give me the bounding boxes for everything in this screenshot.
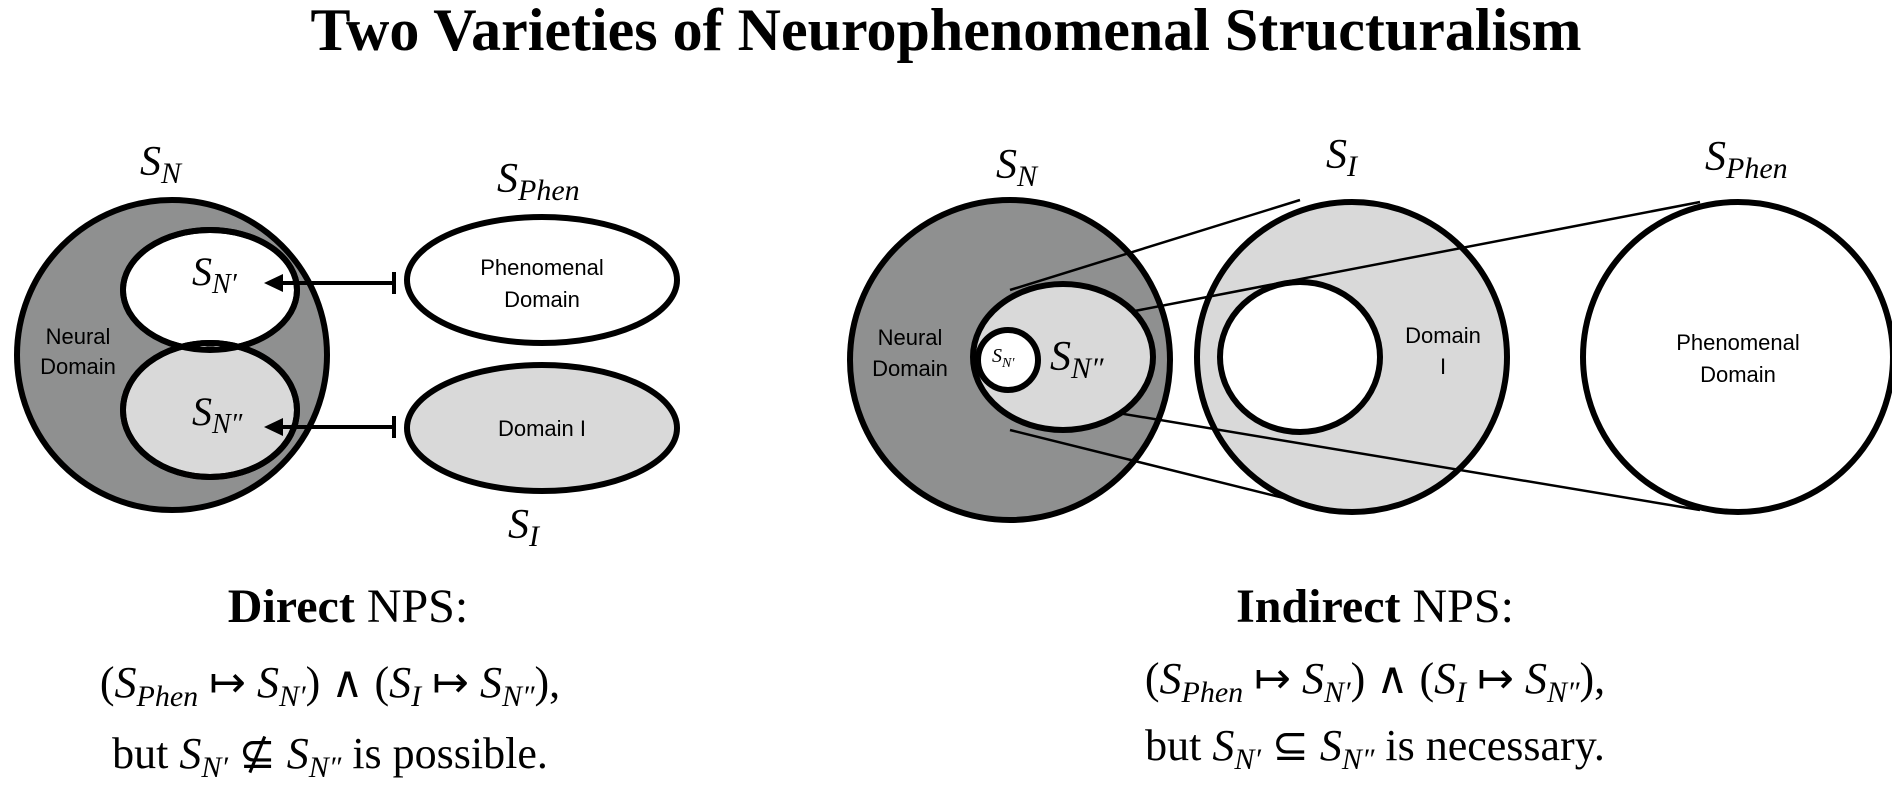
domain-i-ellipse	[404, 362, 680, 494]
label-s-i: SI	[508, 502, 541, 553]
label-neural-line1: Neural	[46, 324, 111, 349]
direct-nps-caption: Direct NPS: (SPhen ↦ SN′) ∧ (SI ↦ SN″), …	[100, 580, 560, 784]
sn-double-prime-outline	[120, 340, 300, 480]
caption-direct-formula: (SPhen ↦ SN′) ∧ (SI ↦ SN″),	[100, 658, 560, 713]
label-phenomenal-line1-right: Phenomenal	[1676, 330, 1800, 355]
sn-double-prime-ellipse	[970, 281, 1156, 433]
label-s-phen-right: SPhen	[1705, 134, 1788, 185]
caption-direct-heading: Direct NPS:	[228, 580, 468, 633]
label-s-n-prime-right: SN′	[992, 345, 1015, 371]
label-s-n-right: SN	[996, 142, 1039, 193]
label-s-n-double-prime-right: SN″	[1050, 334, 1104, 385]
label-phenomenal-line1: Phenomenal	[480, 255, 604, 280]
caption-indirect-formula: (SPhen ↦ SN′) ∧ (SI ↦ SN″),	[1145, 654, 1605, 709]
label-domain-i-line2: I	[1440, 354, 1446, 379]
label-s-phen: SPhen	[497, 156, 580, 207]
phenomenal-domain-ellipse	[404, 214, 680, 346]
projection-line	[1009, 393, 1701, 512]
arrow-phen-to-sn-prime	[264, 272, 396, 294]
indirect-nps-diagram: SN SI SPhen SN′ SN″ Neural Domain Domain…	[847, 132, 1892, 523]
sn-prime-circle	[975, 327, 1041, 393]
label-phenomenal-line2-right: Domain	[1700, 362, 1776, 387]
sn-prime-outline	[120, 227, 300, 353]
projection-line	[1009, 428, 1341, 514]
indirect-nps-caption: Indirect NPS: (SPhen ↦ SN′) ∧ (SI ↦ SN″)…	[1145, 580, 1605, 776]
caption-direct-condition: but SN′ ⊈ SN″ is possible.	[112, 729, 548, 784]
label-neural-line2: Domain	[40, 354, 116, 379]
direct-nps-diagram: SN SPhen SI SN′ SN″ Neural Domain Phenom…	[14, 139, 680, 553]
arrow-domain-i-to-sn-double-prime	[264, 416, 396, 438]
label-domain-i: Domain I	[498, 416, 586, 441]
label-s-n: SN	[140, 139, 183, 190]
domain-i-inner-ellipse	[1217, 279, 1383, 435]
projection-line	[1009, 198, 1301, 292]
label-s-i-right: SI	[1326, 132, 1359, 183]
label-domain-i-line1: Domain	[1405, 323, 1481, 348]
label-neural-line1-right: Neural	[878, 325, 943, 350]
label-phenomenal-line2: Domain	[504, 287, 580, 312]
label-neural-line2-right: Domain	[872, 356, 948, 381]
phenomenal-domain-circle	[1580, 199, 1892, 515]
page-title: Two Varieties of Neurophenomenal Structu…	[310, 0, 1581, 63]
caption-indirect-condition: but SN′ ⊆ SN″ is necessary.	[1145, 721, 1605, 776]
caption-indirect-heading: Indirect NPS:	[1236, 580, 1514, 633]
label-s-n-prime: SN′	[192, 249, 238, 300]
label-s-n-double-prime: SN″	[192, 389, 243, 440]
